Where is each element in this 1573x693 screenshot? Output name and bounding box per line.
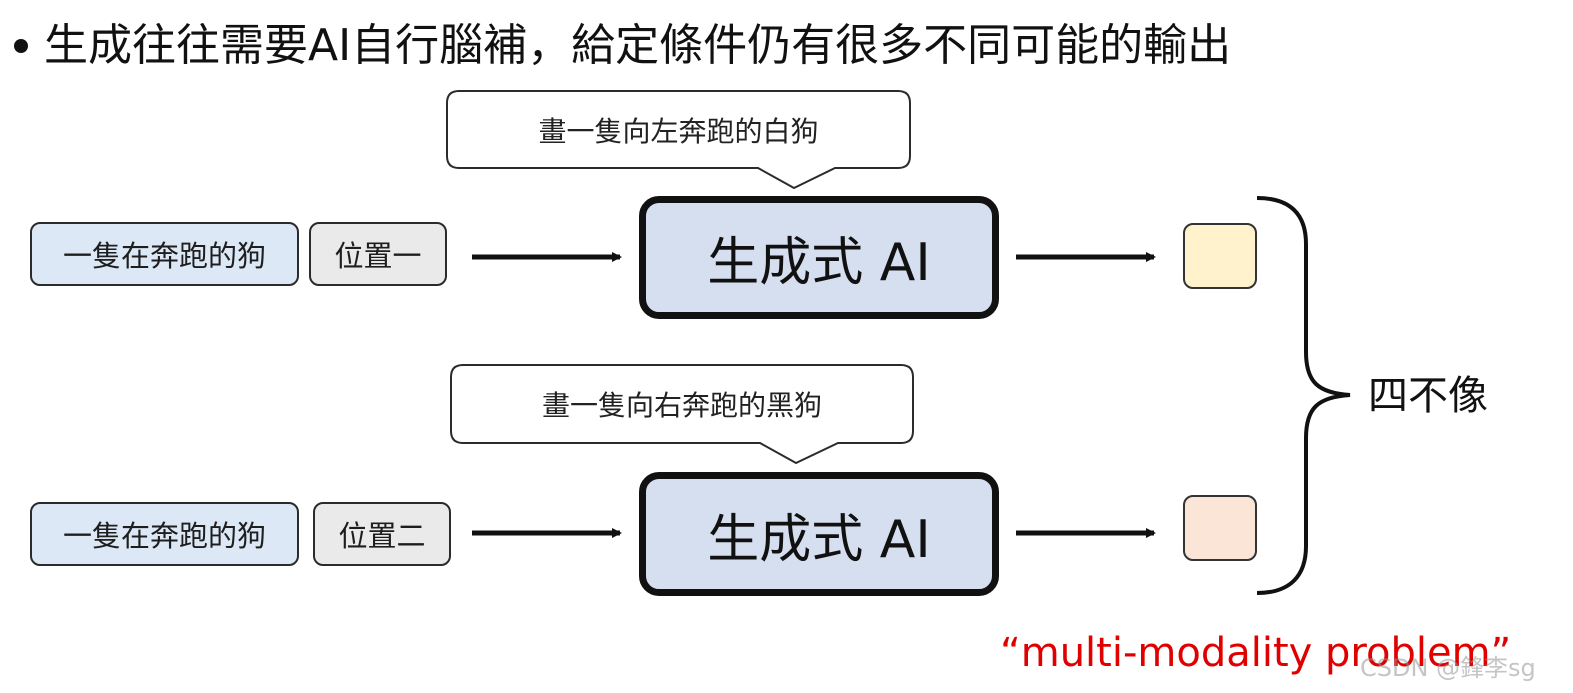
output-square-1 (1183, 223, 1257, 289)
speech-bubble-1 (446, 90, 911, 190)
output-square-2 (1183, 495, 1257, 561)
prompt-box-2: 一隻在奔跑的狗 (30, 502, 299, 566)
watermark: CSDN @鋒李sg (1360, 654, 1536, 682)
multi-modality-note: “multi-modality problem” (1000, 630, 1512, 676)
generative-ai-box-2: 生成式 AI (639, 472, 999, 596)
prompt-box-1: 一隻在奔跑的狗 (30, 222, 299, 286)
generative-ai-box-1: 生成式 AI (639, 196, 999, 319)
speech-bubble-2 (450, 364, 914, 465)
bubble-caption-1: 畫一隻向左奔跑的白狗 (538, 114, 819, 148)
headline-text: 生成往往需要AI自行腦補，給定條件仍有很多不同可能的輸出 (44, 20, 1232, 71)
position-box-1: 位置一 (309, 222, 447, 286)
curly-brace (1256, 196, 1351, 595)
bubble-caption-2: 畫一隻向右奔跑的黑狗 (541, 389, 822, 422)
position-box-2: 位置二 (313, 502, 451, 566)
brace-label: 四不像 (1368, 373, 1488, 419)
bullet-icon (14, 39, 28, 53)
headline: 生成往往需要AI自行腦補，給定條件仍有很多不同可能的輸出 (14, 14, 1231, 78)
